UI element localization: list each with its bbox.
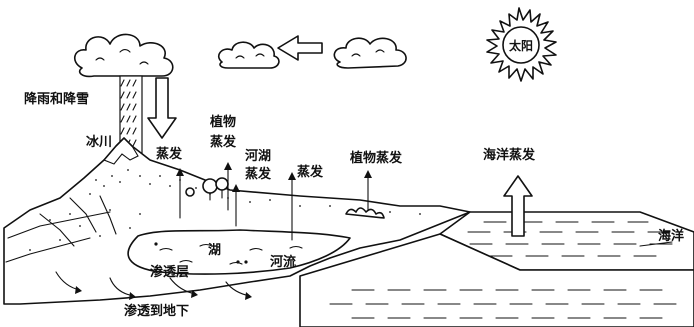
sun-icon (486, 7, 557, 82)
land-mass (3, 137, 471, 305)
precipitation-arrow (147, 77, 177, 139)
evaporation-arrows (176, 162, 372, 241)
cloud-middle-icon (217, 41, 280, 69)
label-river-lake-1: 河湖 (245, 148, 271, 164)
ocean-evaporation-arrow (503, 175, 533, 237)
ocean-block (299, 211, 694, 327)
label-infiltration-underground: 渗透到地下 (124, 303, 189, 319)
lake-area (127, 229, 351, 275)
label-evaporation-mid: 蒸发 (297, 164, 324, 180)
label-plant-1: 植物 (209, 114, 236, 130)
label-plant-evaporation: 植物蒸发 (349, 150, 403, 166)
label-river: 河流 (270, 254, 296, 270)
label-river-lake-2: 蒸发 (245, 166, 272, 182)
shrubs-icon (345, 207, 385, 219)
sun-label: 太阳 (509, 38, 533, 53)
label-plant-2: 蒸发 (210, 134, 237, 150)
infiltration-arrows (55, 271, 252, 300)
label-ocean-evaporation: 海洋蒸发 (483, 147, 536, 163)
label-ocean: 海洋 (658, 228, 684, 244)
cloud-right-icon (333, 37, 407, 69)
rain-cloud-icon (74, 33, 174, 78)
wind-direction-arrow (277, 35, 323, 61)
label-evaporation-left: 蒸发 (156, 146, 183, 162)
label-glacier: 冰川 (86, 134, 112, 150)
label-rain-snow: 降雨和降雪 (24, 91, 89, 107)
trees-icon (185, 177, 229, 201)
label-lake: 湖 (208, 243, 221, 258)
label-infiltration-layer: 渗透层 (150, 264, 189, 280)
